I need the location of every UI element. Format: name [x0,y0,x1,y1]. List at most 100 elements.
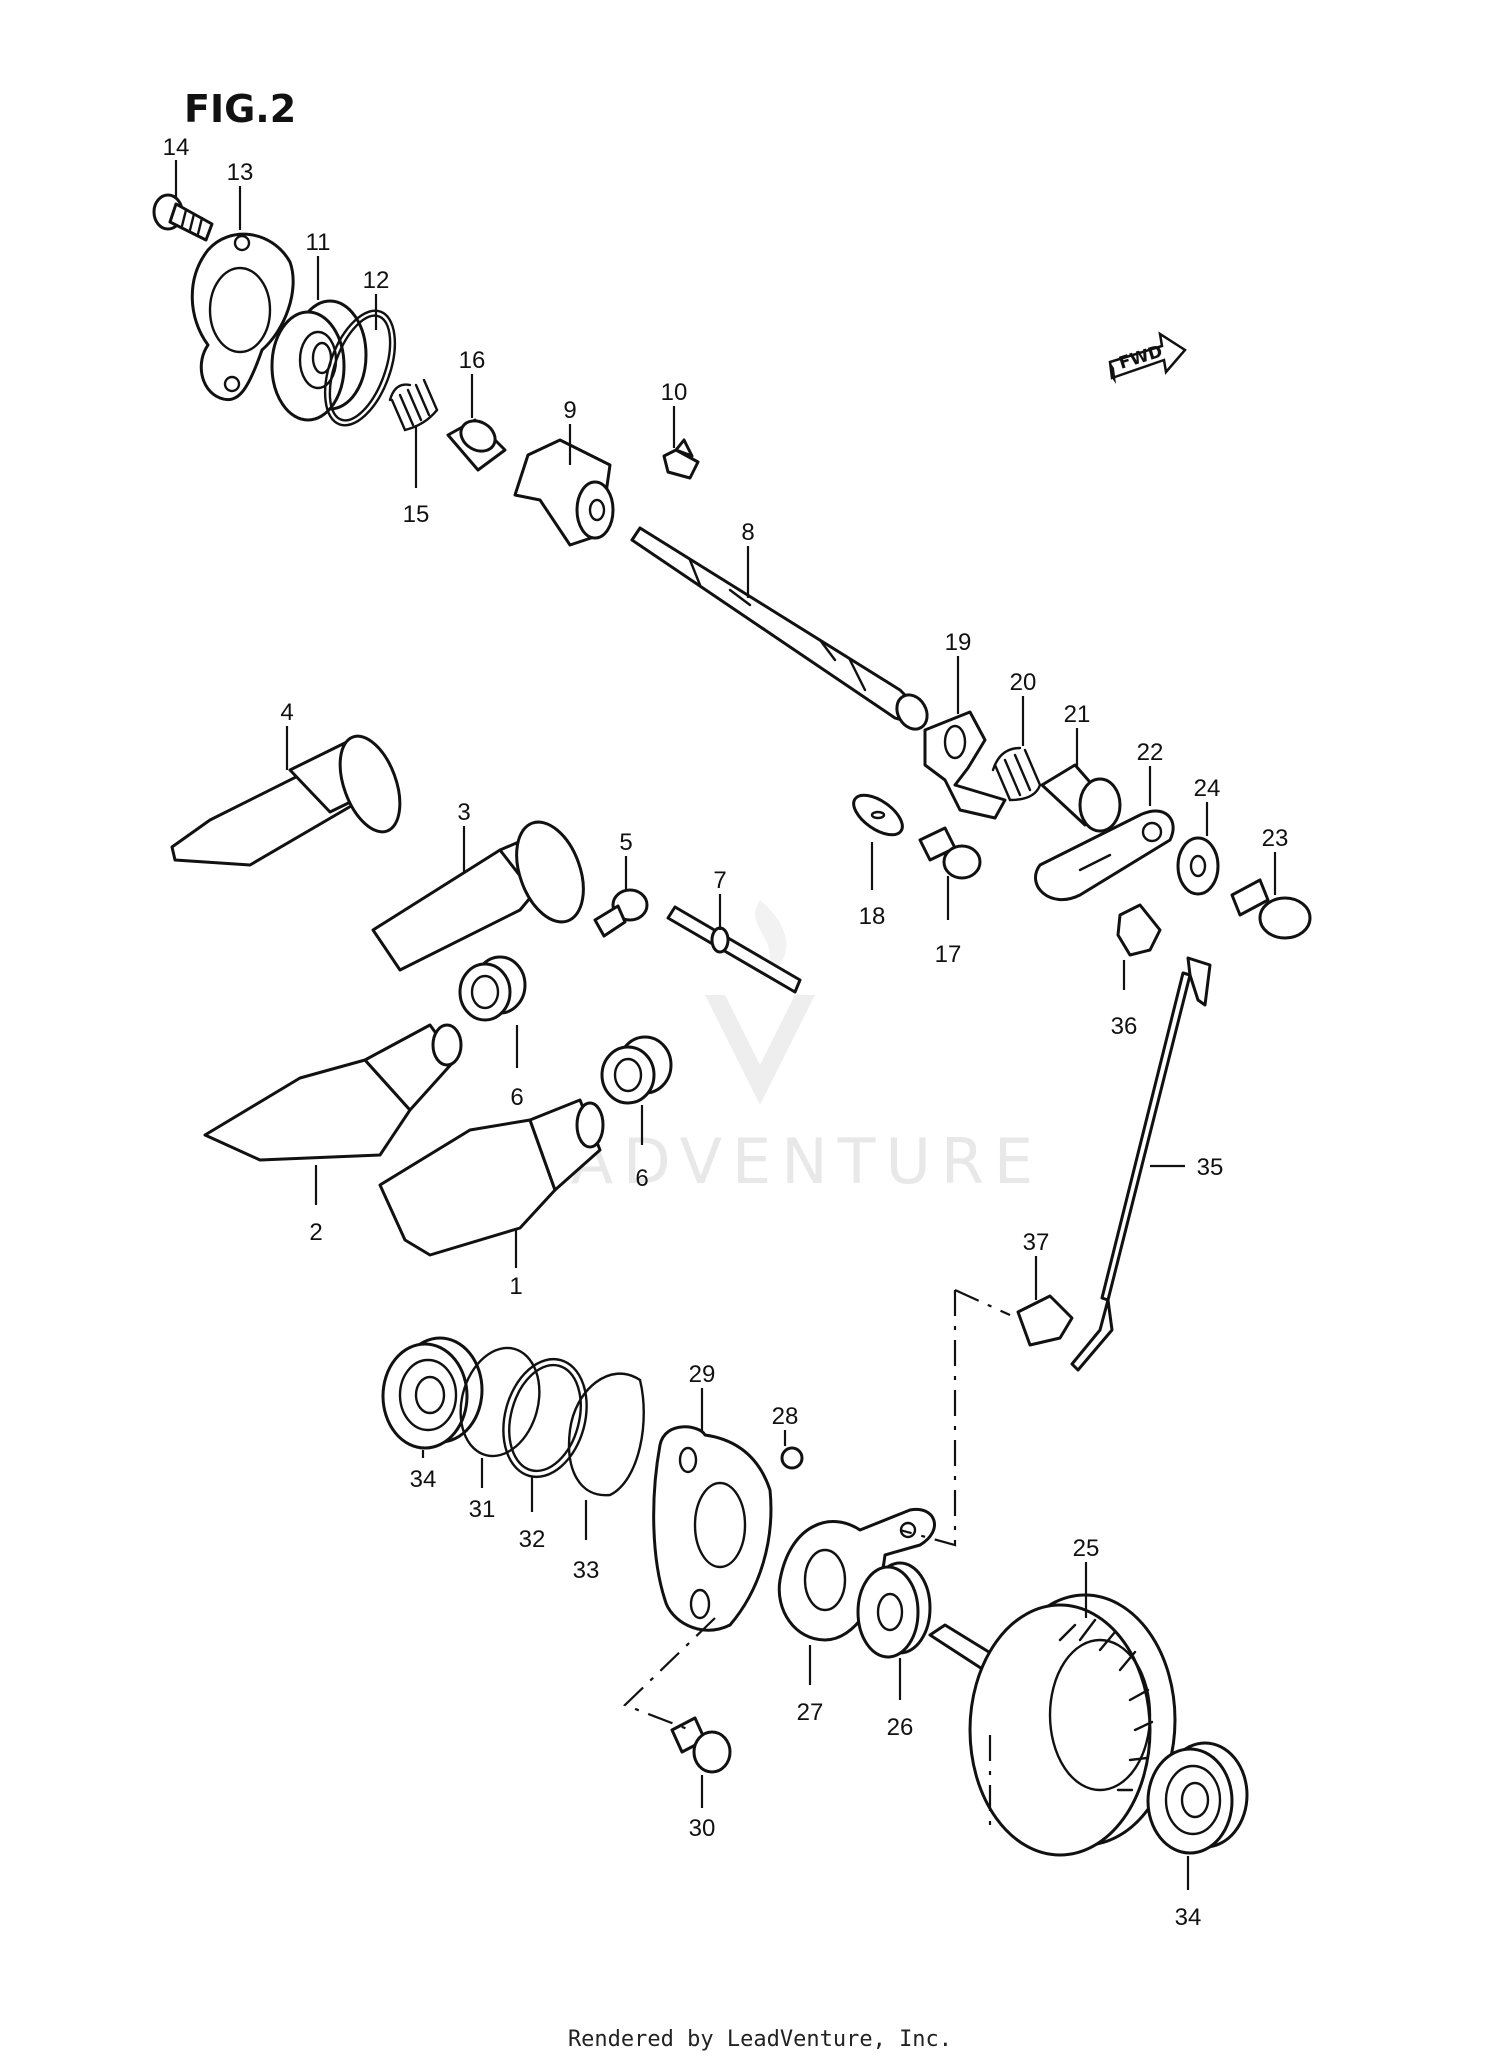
callout-18: 18 [859,842,886,930]
part-21-collar [1040,763,1122,833]
svg-text:25: 25 [1073,1535,1100,1562]
part-32-o-ring [502,1357,588,1479]
callout-8: 8 [741,519,755,598]
callout-6b: 6 [635,1105,649,1192]
svg-text:35: 35 [1197,1154,1224,1181]
callout-15: 15 [403,425,430,528]
svg-text:12: 12 [363,267,390,294]
callout-26: 26 [887,1658,914,1741]
callout-2: 2 [309,1165,323,1246]
svg-text:18: 18 [859,903,886,930]
part-2-exhaust-valve [203,1023,463,1162]
part-10-screw [662,438,700,480]
part-17-bolt [918,826,982,880]
part-6-collar-b [600,1035,673,1105]
callout-6a: 6 [510,1025,524,1111]
part-1-exhaust-valve [378,1098,605,1257]
callout-28: 28 [772,1403,798,1446]
callout-22: 22 [1137,739,1164,806]
callout-24: 24 [1194,775,1221,836]
svg-text:33: 33 [573,1557,600,1584]
svg-text:9: 9 [563,397,576,424]
part-19-lever [923,710,1007,820]
svg-text:19: 19 [945,629,972,656]
svg-text:32: 32 [519,1526,546,1553]
part-18-washer [852,793,904,837]
dashed-guide-lines [622,1288,1011,1835]
callout-20: 20 [1010,669,1036,746]
callout-10: 10 [661,379,687,448]
callout-14: 14 [163,134,190,198]
callout-13: 13 [227,159,254,230]
part-6-collar-a [458,955,527,1022]
svg-text:7: 7 [713,867,726,894]
part-26-washer [856,1561,932,1659]
callout-11: 11 [306,229,330,300]
callout-1: 1 [509,1230,523,1300]
callout-9: 9 [563,397,577,465]
callout-12: 12 [363,267,390,330]
svg-text:24: 24 [1194,775,1221,802]
part-13-gasket [190,232,295,402]
svg-text:8: 8 [741,519,754,546]
callout-3: 3 [457,799,471,872]
part-36-clip [1116,903,1162,957]
part-33-seal [567,1372,645,1497]
callout-23: 23 [1262,825,1289,895]
svg-text:26: 26 [887,1714,914,1741]
callout-34a: 34 [410,1450,437,1493]
callout-37: 37 [1023,1229,1049,1300]
svg-text:23: 23 [1262,825,1289,852]
svg-text:29: 29 [689,1361,716,1388]
part-34-bearing-left [381,1336,484,1450]
callout-33: 33 [573,1500,600,1584]
svg-text:31: 31 [469,1496,496,1523]
svg-text:13: 13 [227,159,254,186]
svg-text:6: 6 [635,1165,648,1192]
svg-text:34: 34 [1175,1904,1202,1931]
part-29-bracket [652,1425,773,1632]
part-3-exhaust-valve [371,820,585,972]
part-4-exhaust-valve [170,734,402,867]
callout-7: 7 [713,867,727,930]
svg-text:21: 21 [1064,701,1091,728]
part-35-rod [1070,956,1212,1372]
part-27-pulley [777,1507,936,1642]
callout-30: 30 [689,1775,716,1842]
callout-34b: 34 [1175,1856,1202,1931]
part-12-o-ring [323,309,397,427]
svg-text:5: 5 [619,829,632,856]
callout-32: 32 [519,1476,546,1553]
svg-text:30: 30 [689,1815,716,1842]
callouts: 14 13 11 12 16 15 9 10 [163,134,1289,1931]
svg-text:14: 14 [163,134,190,161]
svg-text:3: 3 [457,799,470,826]
part-5-screw [593,888,649,938]
svg-text:22: 22 [1137,739,1164,766]
part-16-collar [446,418,507,472]
svg-text:6: 6 [510,1084,523,1111]
part-22-link-plate [1034,809,1175,902]
callout-16: 16 [459,347,486,418]
callout-4: 4 [280,699,294,770]
svg-text:16: 16 [459,347,486,374]
figure-title: FIG.2 [184,87,296,131]
callout-27: 27 [797,1645,823,1726]
callout-17: 17 [935,876,961,968]
svg-text:36: 36 [1111,1013,1138,1040]
part-23-bolt [1230,878,1312,940]
svg-text:34: 34 [410,1466,437,1493]
callout-5: 5 [619,829,633,890]
part-30-screw [670,1716,732,1774]
svg-text:1: 1 [509,1273,522,1300]
fwd-arrow-icon: FWD [1108,331,1187,384]
svg-text:2: 2 [309,1219,322,1246]
callout-31: 31 [469,1458,496,1523]
callout-35: 35 [1150,1154,1223,1181]
callout-36: 36 [1111,960,1138,1040]
part-8-shaft [630,526,929,731]
part-15-spring [388,378,439,432]
part-7-pin [666,905,802,994]
svg-text:15: 15 [403,501,430,528]
